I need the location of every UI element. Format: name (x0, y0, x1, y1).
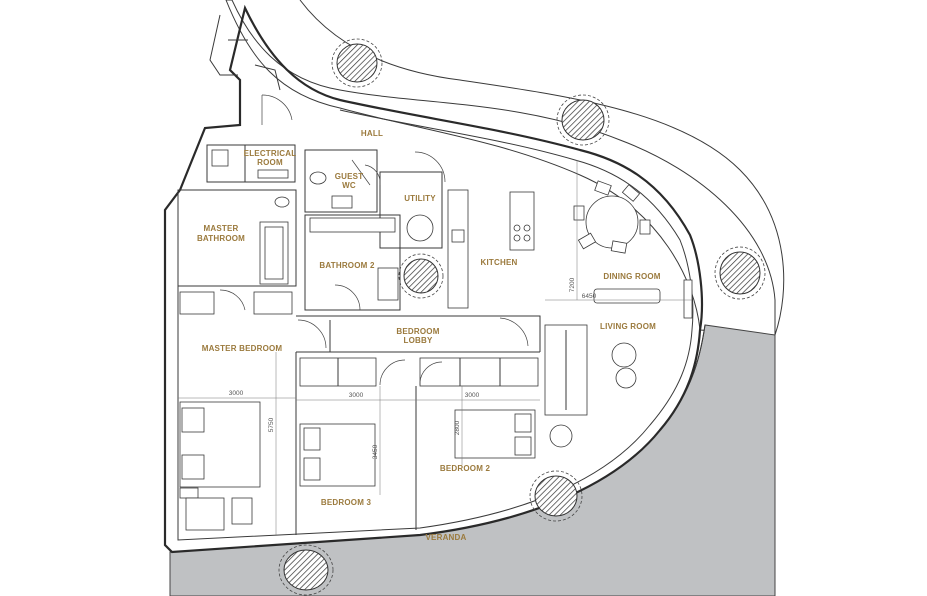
label-electrical-room-2: ROOM (257, 158, 283, 167)
electrical-room (206, 144, 296, 183)
planter-band (225, 0, 776, 336)
entry-door-swing (261, 94, 293, 125)
tv-unit (683, 279, 693, 319)
guest-wc (304, 149, 378, 213)
lobby-walls (296, 315, 541, 353)
label-dining-room: DINING ROOM (603, 272, 660, 281)
entry-corridor (209, 14, 281, 91)
label-master-bedroom: MASTER BEDROOM (202, 344, 283, 353)
dim-bedroom-2-width: 3000 (465, 392, 480, 399)
dim-master-bedroom-width: 3000 (229, 390, 244, 397)
kitchen-counter (447, 189, 469, 309)
armchair (185, 497, 225, 531)
dim-master-bedroom-depth: 5750 (268, 417, 275, 432)
label-guest-wc-1: GUEST (335, 172, 364, 181)
dim-bedroom-3-depth: 3450 (372, 444, 379, 459)
label-utility: UTILITY (404, 194, 436, 203)
label-bedroom-lobby-2: LOBBY (404, 336, 433, 345)
label-bathroom-2: BATHROOM 2 (319, 261, 375, 270)
outer-landscape-edge (299, 0, 785, 336)
bathroom-2 (304, 214, 401, 311)
label-bedroom-3: BEDROOM 3 (321, 498, 372, 507)
tree-6 (278, 544, 334, 596)
label-master-bathroom-2: BATHROOM (197, 234, 245, 243)
tree-1 (331, 38, 383, 88)
label-hall: HALL (361, 129, 383, 138)
coffee-table-2 (615, 367, 637, 389)
dim-living-width: 6450 (582, 293, 597, 300)
label-electrical-room-1: ELECTRICAL (244, 149, 297, 158)
tree-4 (398, 253, 444, 299)
tree-2 (556, 94, 610, 146)
coffee-table-1 (611, 342, 637, 368)
sideboard (593, 288, 661, 304)
label-guest-wc-2: WC (342, 181, 356, 190)
tree-5 (529, 470, 583, 522)
dim-bedroom-3-width: 3000 (349, 392, 364, 399)
dim-bedroom-2-depth: 2800 (454, 420, 461, 435)
label-veranda: VERANDA (426, 533, 467, 542)
tree-3 (714, 246, 766, 300)
label-master-bathroom-1: MASTER (204, 224, 239, 233)
master-bathroom (177, 189, 297, 287)
dim-living-depth: 7200 (569, 277, 576, 292)
kitchen-island (509, 191, 535, 251)
label-bedroom-lobby-1: BEDROOM (396, 327, 439, 336)
label-bedroom-2: BEDROOM 2 (440, 464, 491, 473)
label-kitchen: KITCHEN (481, 258, 518, 267)
bedroom-2-wardrobe (419, 357, 539, 387)
utility-room (379, 171, 443, 249)
label-living-room: LIVING ROOM (600, 322, 656, 331)
